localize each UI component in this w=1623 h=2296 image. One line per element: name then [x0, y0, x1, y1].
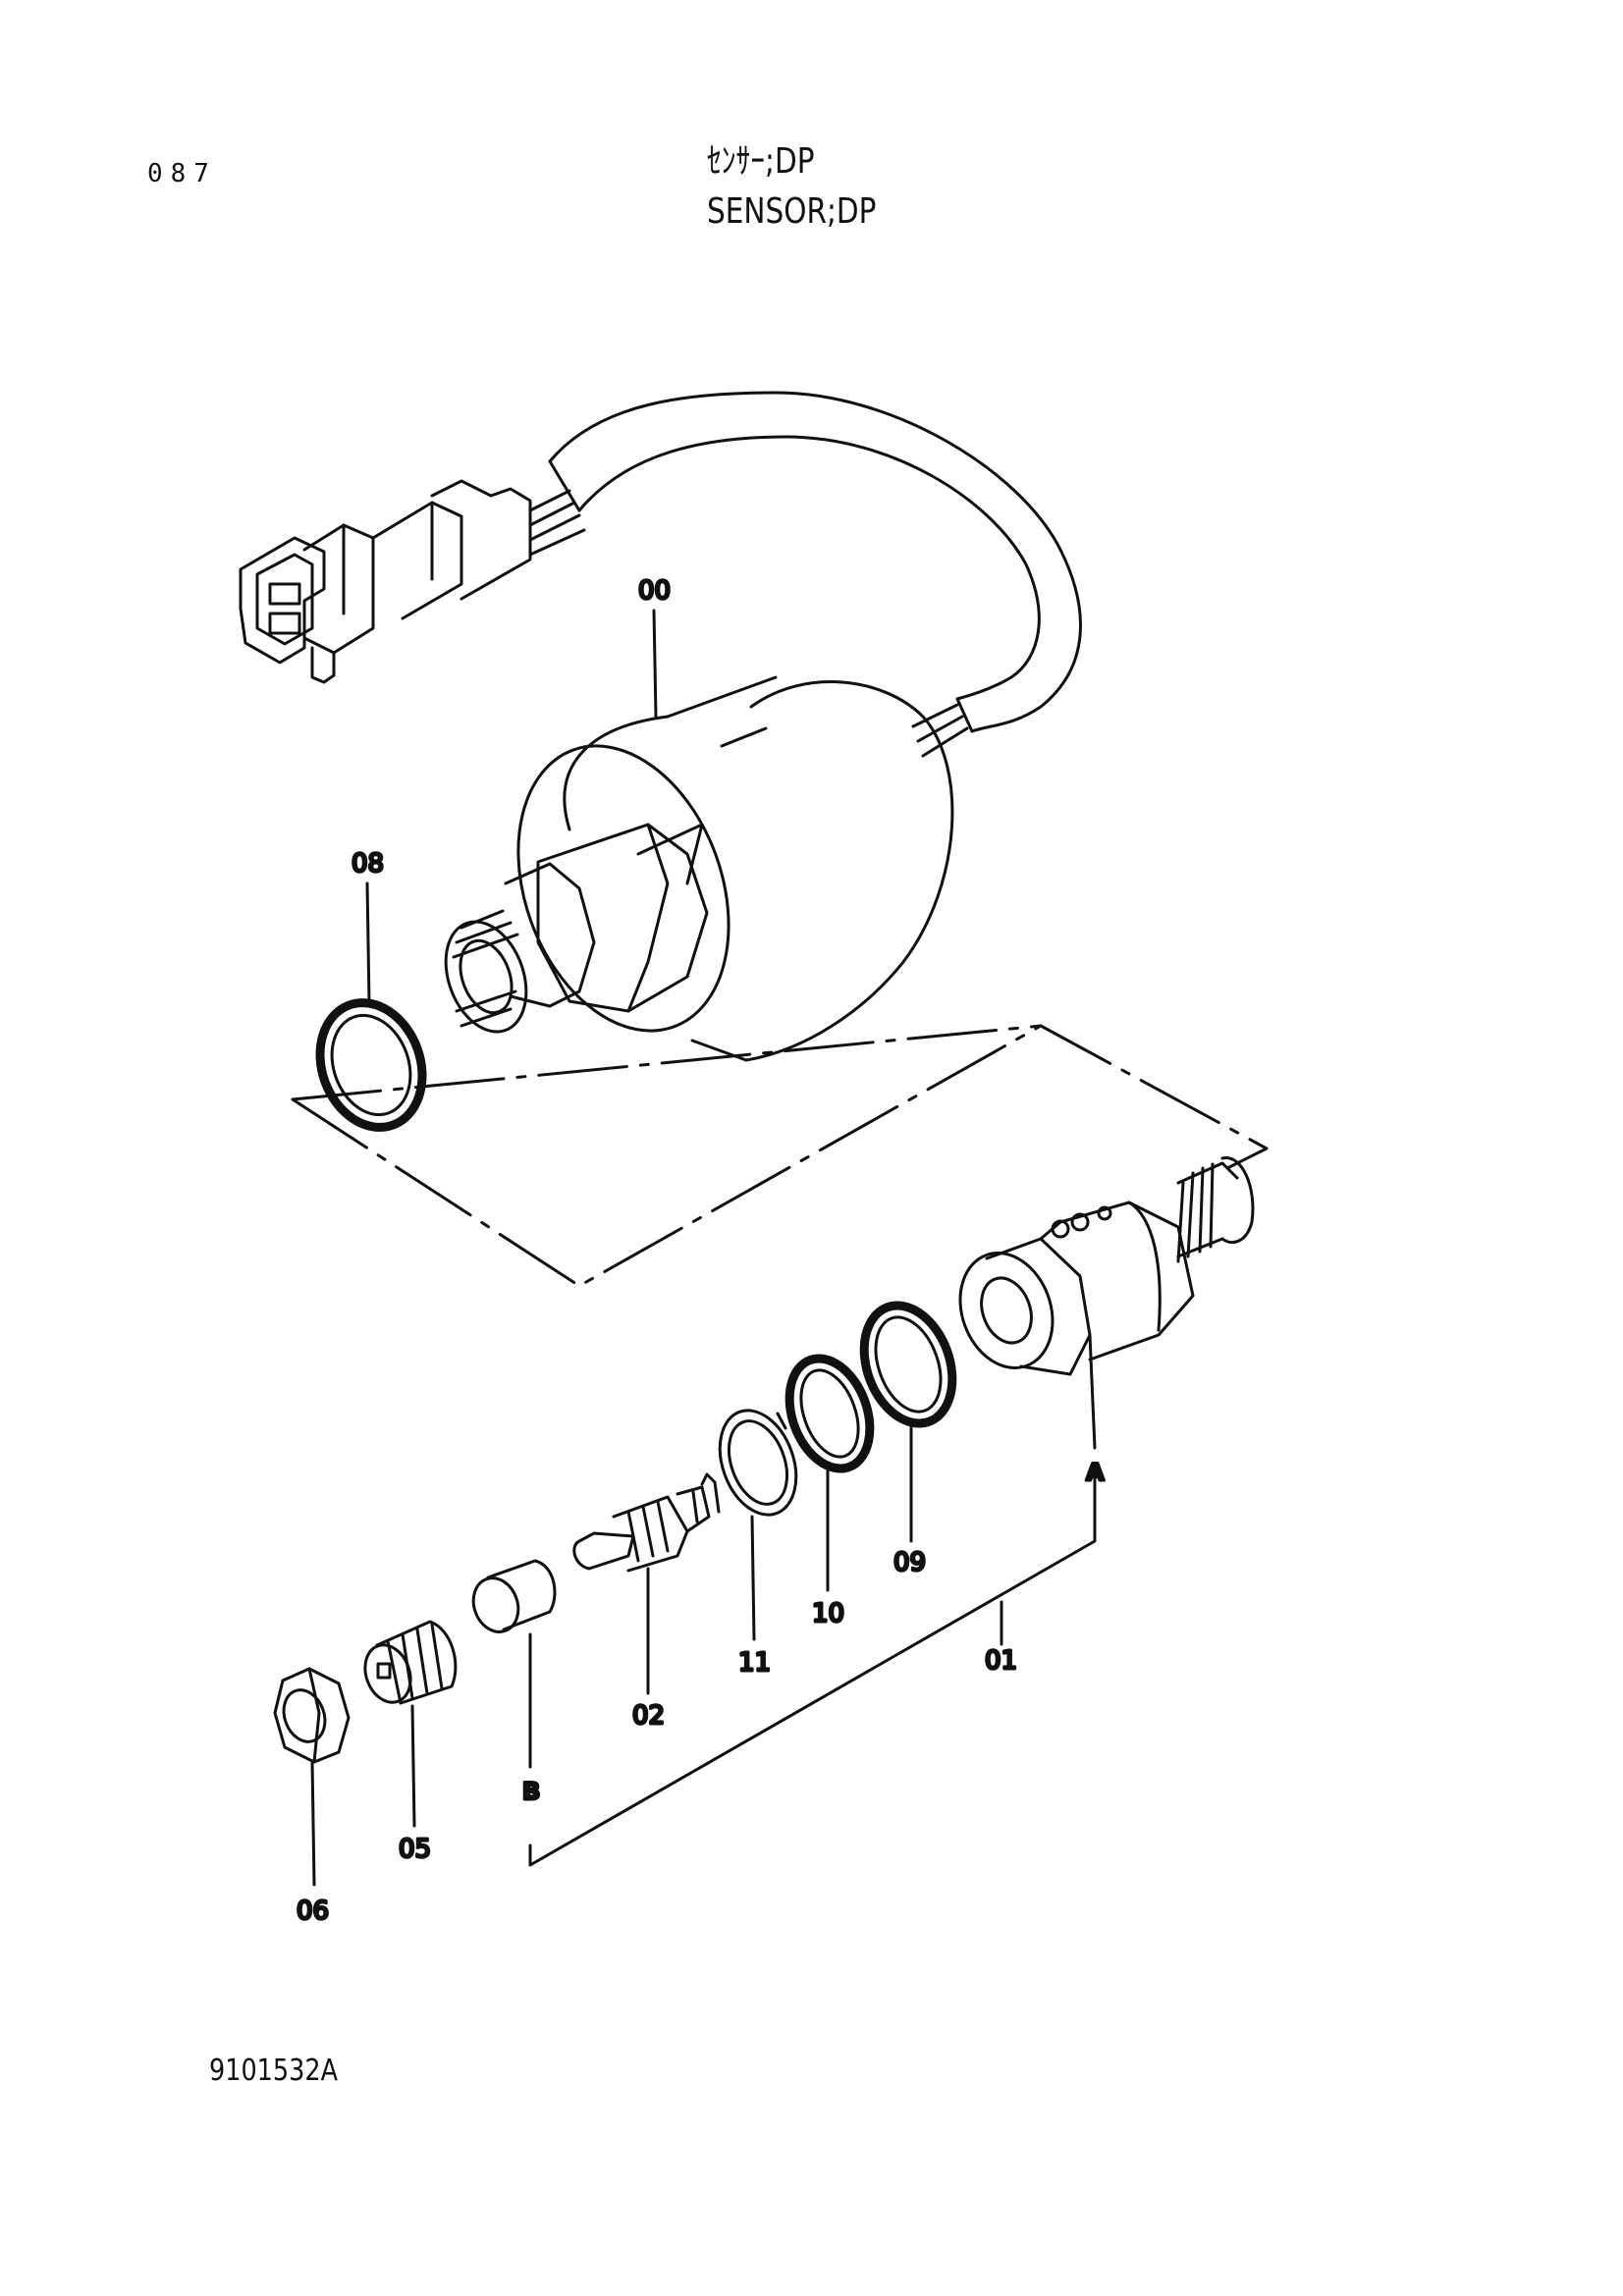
drawing-id: 9101532A: [209, 2054, 339, 2088]
callout-02: 02: [632, 1701, 665, 1731]
callout-09: 09: [893, 1548, 926, 1577]
backup-ring-11: [718, 1409, 798, 1517]
assembly-frame-00-01: [291, 1024, 1269, 1288]
callout-a: A: [1086, 1459, 1105, 1486]
bracket-01: [528, 1470, 1097, 1867]
pressure-sensor-body: [444, 675, 954, 1062]
leader-06: [310, 1760, 316, 1887]
nut-06: [273, 1667, 351, 1764]
callout-01: 01: [985, 1646, 1017, 1676]
title-japanese: ｾﾝｻｰ;DP: [707, 141, 815, 182]
o-ring-10: [784, 1354, 875, 1473]
callout-b: B: [522, 1778, 540, 1805]
callout-10: 10: [812, 1599, 844, 1629]
poppet-02: [572, 1472, 721, 1573]
wire-harness: [528, 391, 1082, 758]
leader-08: [365, 881, 371, 1005]
sleeve-b: [471, 1559, 557, 1633]
o-ring-08: [315, 998, 427, 1132]
title-english: SENSOR;DP: [707, 191, 877, 232]
leader-00: [652, 609, 658, 719]
leader-11: [750, 1515, 756, 1641]
connector-plug: [239, 479, 532, 684]
callout-08: 08: [352, 849, 384, 879]
callout-00: 00: [638, 576, 671, 606]
callout-11: 11: [738, 1648, 771, 1678]
leader-05: [410, 1704, 416, 1828]
valve-body-01: [958, 1156, 1255, 1376]
o-ring-09: [859, 1301, 957, 1428]
callout-05: 05: [399, 1835, 431, 1864]
leader-a: [1088, 1333, 1097, 1450]
plug-05: [363, 1620, 458, 1705]
page-number: 087: [147, 159, 217, 188]
callout-06: 06: [297, 1896, 329, 1926]
